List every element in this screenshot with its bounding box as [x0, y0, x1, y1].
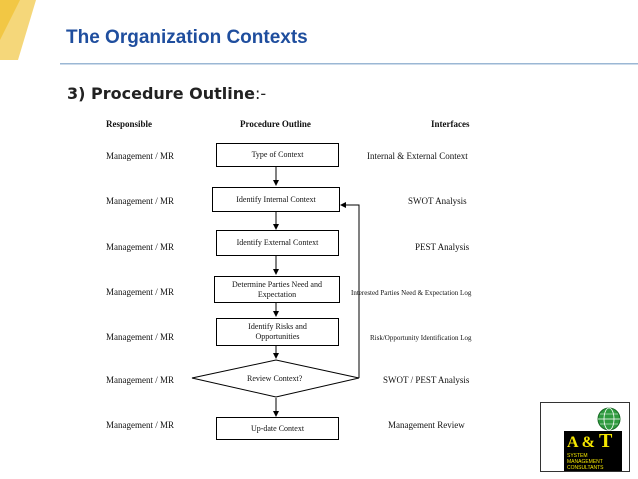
step-label: Identify Internal Context: [236, 194, 316, 204]
responsible-cell: Management / MR: [106, 332, 174, 342]
interface-cell: PEST Analysis: [415, 242, 470, 252]
top-accent-bar: [0, 0, 638, 60]
step-update-context: Up-date Context: [216, 417, 339, 440]
header-procedure-outline: Procedure Outline: [240, 119, 311, 129]
logo-mark: A & T: [567, 430, 612, 453]
interface-cell: Risk/Opportunity Identification Log: [370, 334, 472, 342]
decision-diamond: [191, 359, 360, 398]
step-label: Up-date Context: [250, 423, 305, 433]
responsible-cell: Management / MR: [106, 287, 174, 297]
responsible-cell: Management / MR: [106, 420, 174, 430]
step-label-line: Identify Risks and: [248, 322, 307, 331]
subtitle-text: 3) Procedure Outline: [67, 84, 255, 103]
interface-cell: SWOT Analysis: [408, 196, 467, 206]
interface-cell: SWOT / PEST Analysis: [383, 375, 470, 385]
logo-mark-amp: &: [581, 434, 595, 451]
responsible-cell: Management / MR: [106, 242, 174, 252]
accent-shapes: [0, 0, 36, 60]
title-rule: [60, 63, 638, 65]
header-interfaces: Interfaces: [431, 119, 470, 129]
logo-panel: [564, 431, 622, 471]
step-label-line: Expectation: [257, 289, 297, 299]
logo-tagline: CONSULTANTS: [567, 465, 604, 471]
logo-tagline: MANAGEMENT: [567, 459, 603, 465]
interface-cell: Management Review: [388, 420, 465, 430]
header-responsible: Responsible: [106, 119, 153, 129]
step-identify-internal-context: Identify Internal Context: [212, 187, 340, 212]
step-identify-external-context: Identify External Context: [216, 230, 339, 256]
globe-icon: [597, 407, 621, 431]
responsible-cell: Management / MR: [106, 375, 174, 385]
step-label: Type of Context: [251, 150, 304, 159]
slide-title: The Organization Contexts: [66, 27, 308, 48]
loop-back-arrow: [340, 202, 360, 378]
responsible-cell: Management / MR: [106, 151, 174, 161]
logo-tagline: SYSTEM: [567, 453, 588, 459]
logo-mark-t: T: [599, 430, 613, 452]
section-subtitle: 3) Procedure Outline:-: [67, 84, 266, 103]
subtitle-suffix: :-: [254, 84, 267, 103]
company-logo: A & T SYSTEM MANAGEMENT CONSULTANTS: [540, 402, 630, 472]
step-type-of-context: Type of Context: [216, 143, 339, 167]
step-label-line: Determine Parties Need and: [232, 279, 322, 289]
responsible-cell: Management / MR: [106, 196, 174, 206]
decision-label: Review Context?: [247, 374, 303, 383]
step-label: Identify External Context: [236, 238, 319, 247]
interface-cell: Internal & External Context: [367, 151, 468, 161]
interface-cell: Interested Parties Need & Expectation Lo…: [351, 289, 472, 297]
step-label-line: Opportunities: [255, 332, 300, 341]
logo-mark-a: A: [567, 434, 578, 451]
